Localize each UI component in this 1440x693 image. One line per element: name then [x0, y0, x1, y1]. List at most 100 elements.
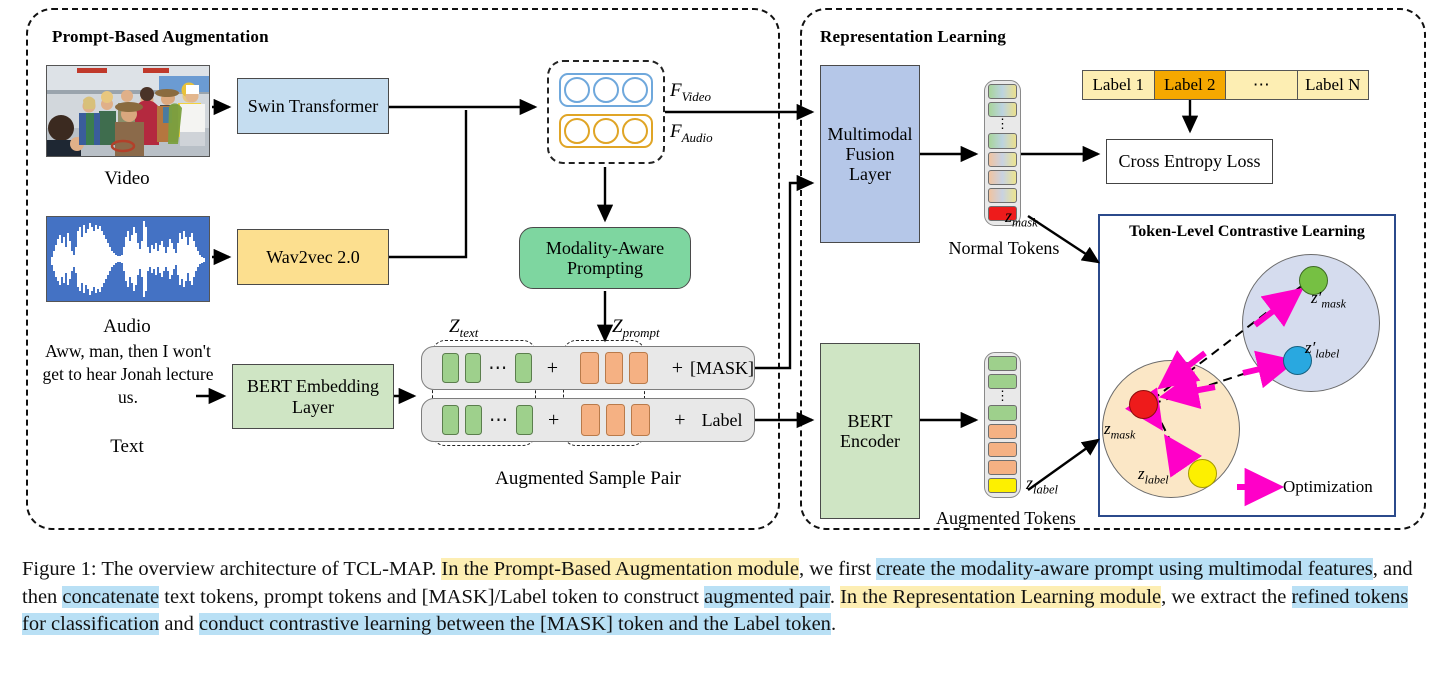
- normal-token-cell: [988, 133, 1017, 149]
- multimodal-features-group: [547, 60, 665, 164]
- caption-seg-12: conduct contrastive learning between the…: [199, 613, 831, 636]
- modality-aware-prompting-block[interactable]: Modality-Aware Prompting: [519, 227, 691, 289]
- z-label-anchor-label: zlabel: [1138, 464, 1169, 487]
- caption-seg-6: augmented pair: [704, 585, 830, 608]
- z-label-anchor-subscript: label: [1144, 472, 1169, 487]
- text-token: [442, 405, 459, 435]
- f-video-symbol: F: [670, 80, 682, 101]
- z-label-prime-symbol: z: [1305, 338, 1312, 357]
- video-caption: Video: [104, 168, 150, 189]
- audio-waveform-art: [47, 217, 209, 301]
- z-mask-prime-label: z′mask: [1311, 288, 1347, 311]
- panel-title-prompt-based-augmentation: Prompt-Based Augmentation: [52, 27, 269, 46]
- video-feature-circle: [593, 77, 619, 103]
- normal-token-cell: [988, 187, 1017, 203]
- z-label-subscript: label: [1033, 482, 1059, 497]
- normal-tokens-stack[interactable]: ⋮: [984, 80, 1021, 226]
- multimodal-fusion-layer-label: Multimodal Fusion Layer: [827, 123, 913, 185]
- augmented-row-mask[interactable]: ⋯ + + [MASK]: [421, 346, 755, 390]
- label-bar[interactable]: Label 1 Label 2 ⋯ Label N: [1082, 70, 1369, 100]
- prompt-token: [606, 404, 626, 436]
- caption-seg-0: In the Prompt-Based Augmentation module: [441, 558, 799, 580]
- audio-thumbnail: [46, 216, 210, 302]
- caption-seg-2: create the modality-aware prompt using m…: [876, 558, 1373, 580]
- augmented-tokens-ellipsis: ⋮: [996, 387, 1009, 403]
- optimization-legend-label: Optimization: [1283, 477, 1373, 496]
- augmented-token-cell: [988, 459, 1017, 475]
- label-cell-3[interactable]: Label N: [1297, 71, 1368, 99]
- z-text-symbol: Z: [449, 316, 460, 337]
- label-cell-2-ellipsis[interactable]: ⋯: [1226, 71, 1298, 99]
- audio-feature-circle: [622, 118, 648, 144]
- z-label-prime-subscript: label: [1315, 346, 1340, 361]
- caption-prefix: Figure 1: The overview architecture of T…: [22, 558, 442, 580]
- video-thumbnail: [46, 65, 210, 157]
- z-label-annotation-augmented: zlabel: [1026, 473, 1058, 498]
- text-token: [442, 353, 459, 383]
- prompt-token: [580, 352, 599, 384]
- z-label-prime-point: [1283, 346, 1312, 375]
- text-token: [516, 405, 533, 435]
- normal-tokens-caption: Normal Tokens: [948, 238, 1060, 258]
- f-video-label: FVideo: [670, 80, 711, 105]
- caption-seg-4: concatenate: [62, 585, 160, 608]
- augmented-token-cell: [988, 441, 1017, 457]
- z-label-anchor-symbol: z: [1138, 464, 1145, 483]
- plus-sign-2: +: [671, 356, 683, 379]
- panel-prompt-based-augmentation: [26, 8, 780, 530]
- augmented-token-cell: [988, 356, 1017, 372]
- audio-feature-row: [559, 114, 653, 148]
- z-mask-anchor-point: [1129, 390, 1158, 419]
- normal-token-cell: [988, 102, 1017, 118]
- bert-embedding-layer-block[interactable]: BERT Embedding Layer: [232, 364, 394, 429]
- label-cell-0[interactable]: Label 1: [1083, 71, 1155, 99]
- prompt-token: [604, 352, 624, 384]
- augmented-token-cell-label: [988, 477, 1017, 493]
- text-token-ellipsis: ⋯: [488, 357, 509, 379]
- z-label-symbol: z: [1026, 473, 1034, 493]
- multimodal-fusion-layer-block[interactable]: Multimodal Fusion Layer: [820, 65, 920, 243]
- augmented-tokens-stack[interactable]: ⋮: [984, 352, 1021, 498]
- normal-token-cell: [988, 84, 1017, 100]
- swin-transformer-block[interactable]: Swin Transformer: [237, 78, 389, 134]
- augmented-row-label[interactable]: ⋯ + + Label: [421, 398, 755, 442]
- modality-aware-prompting-label: Modality-Aware Prompting: [545, 237, 665, 278]
- audio-feature-circle: [564, 118, 590, 144]
- prompt-token: [581, 404, 601, 436]
- video-feature-row: [559, 73, 653, 107]
- text-token: [465, 405, 482, 435]
- z-mask-prime-point: [1299, 266, 1328, 295]
- normal-token-cell: [988, 151, 1017, 167]
- z-text-group-box: [432, 340, 536, 446]
- bert-encoder-block[interactable]: BERT Encoder: [820, 343, 920, 519]
- caption-seg-5: text tokens, prompt tokens and [MASK]/La…: [159, 585, 705, 608]
- caption-seg-13: .: [830, 613, 837, 636]
- z-mask-prime-symbol: z: [1311, 288, 1318, 307]
- z-mask-anchor-subscript: mask: [1110, 427, 1136, 442]
- mask-token-label: [MASK]: [689, 357, 754, 378]
- z-mask-anchor-symbol: z: [1104, 419, 1111, 438]
- audio-feature-circle: [593, 118, 619, 144]
- normal-token-cell-mask: [988, 205, 1017, 221]
- prompt-token: [631, 404, 651, 436]
- cross-entropy-loss-block[interactable]: Cross Entropy Loss: [1106, 139, 1273, 184]
- text-token: [515, 353, 532, 383]
- normal-token-cell: [988, 169, 1017, 185]
- caption-seg-9: , we extract the: [1161, 585, 1292, 608]
- bert-encoder-label: BERT Encoder: [840, 410, 900, 451]
- z-mask-anchor-label: zmask: [1104, 419, 1135, 442]
- caption-seg-8: In the Representation Learning module: [840, 585, 1162, 608]
- z-mask-symbol: z: [1005, 206, 1013, 226]
- augmented-sample-pair-caption: Augmented Sample Pair: [495, 468, 681, 489]
- plus-sign-2: +: [674, 408, 686, 431]
- augmented-token-cell: [988, 374, 1017, 390]
- augmented-token-cell: [988, 405, 1017, 421]
- wav2vec-block[interactable]: Wav2vec 2.0: [237, 229, 389, 285]
- f-audio-symbol: F: [670, 121, 682, 142]
- label-cell-1-selected[interactable]: Label 2: [1154, 71, 1226, 99]
- caption-seg-1: , we first: [798, 558, 877, 580]
- plus-sign-1: +: [548, 408, 560, 431]
- text-input-sample: Aww, man, then I won't get to hear Jonah…: [42, 341, 214, 407]
